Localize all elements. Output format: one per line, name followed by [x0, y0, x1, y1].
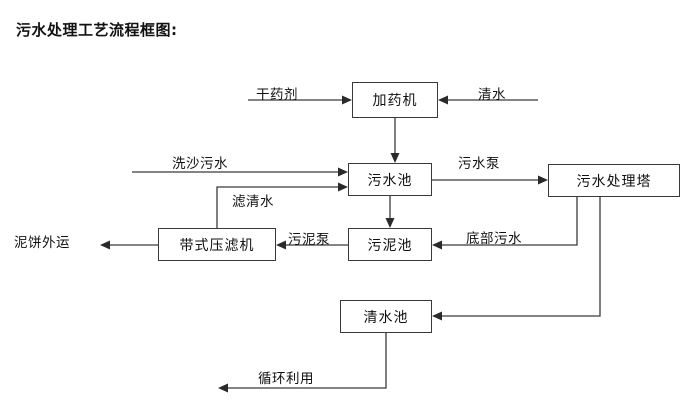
arrowhead-dosing-down	[390, 153, 400, 163]
arrowhead-sewage-to-sludge	[385, 218, 395, 228]
edge-label-clean-water: 清水	[478, 87, 506, 103]
edge-label-bottom-sewage: 底部污水	[466, 231, 522, 247]
edge-label-recycle-reuse: 循环利用	[258, 371, 314, 387]
node-belt-filter-press[interactable]: 带式压滤机	[158, 228, 276, 261]
edge-label-sewage-pump: 污水泵	[458, 156, 500, 172]
arrowhead-mudcake	[100, 240, 110, 250]
node-dosing-machine[interactable]: 加药机	[352, 82, 438, 118]
arrowhead-sewage-pump	[538, 175, 548, 185]
arrowhead-filtrate	[338, 182, 348, 192]
arrowhead-sludge-pump	[276, 240, 286, 250]
arrowhead-recycle	[218, 383, 228, 393]
node-treatment-tower[interactable]: 污水处理塔	[548, 164, 680, 197]
diagram-title: 污水处理工艺流程框图:	[16, 21, 178, 39]
node-sludge-pool[interactable]: 污泥池	[348, 228, 432, 261]
edge-label-filtered-water: 滤清水	[232, 194, 274, 210]
node-sewage-pool[interactable]: 污水池	[348, 163, 432, 196]
arrowhead-tower-to-clear	[432, 311, 442, 321]
edge-label-sludge-pump: 污泥泵	[288, 232, 330, 248]
edge-label-sand-wash-sewage: 洗沙污水	[172, 156, 228, 172]
arrowhead-sandwash	[338, 167, 348, 177]
node-clear-water-pool[interactable]: 清水池	[340, 300, 432, 333]
edge-label-mud-cake-out: 泥饼外运	[14, 235, 70, 251]
edge-tower-to-clear-pool	[440, 197, 601, 317]
edge-label-dry-agent: 干药剂	[256, 87, 298, 103]
arrowhead-bottom-sewage	[432, 240, 442, 250]
arrowhead-dry-agent	[342, 95, 352, 105]
arrowhead-clean-water	[438, 95, 448, 105]
